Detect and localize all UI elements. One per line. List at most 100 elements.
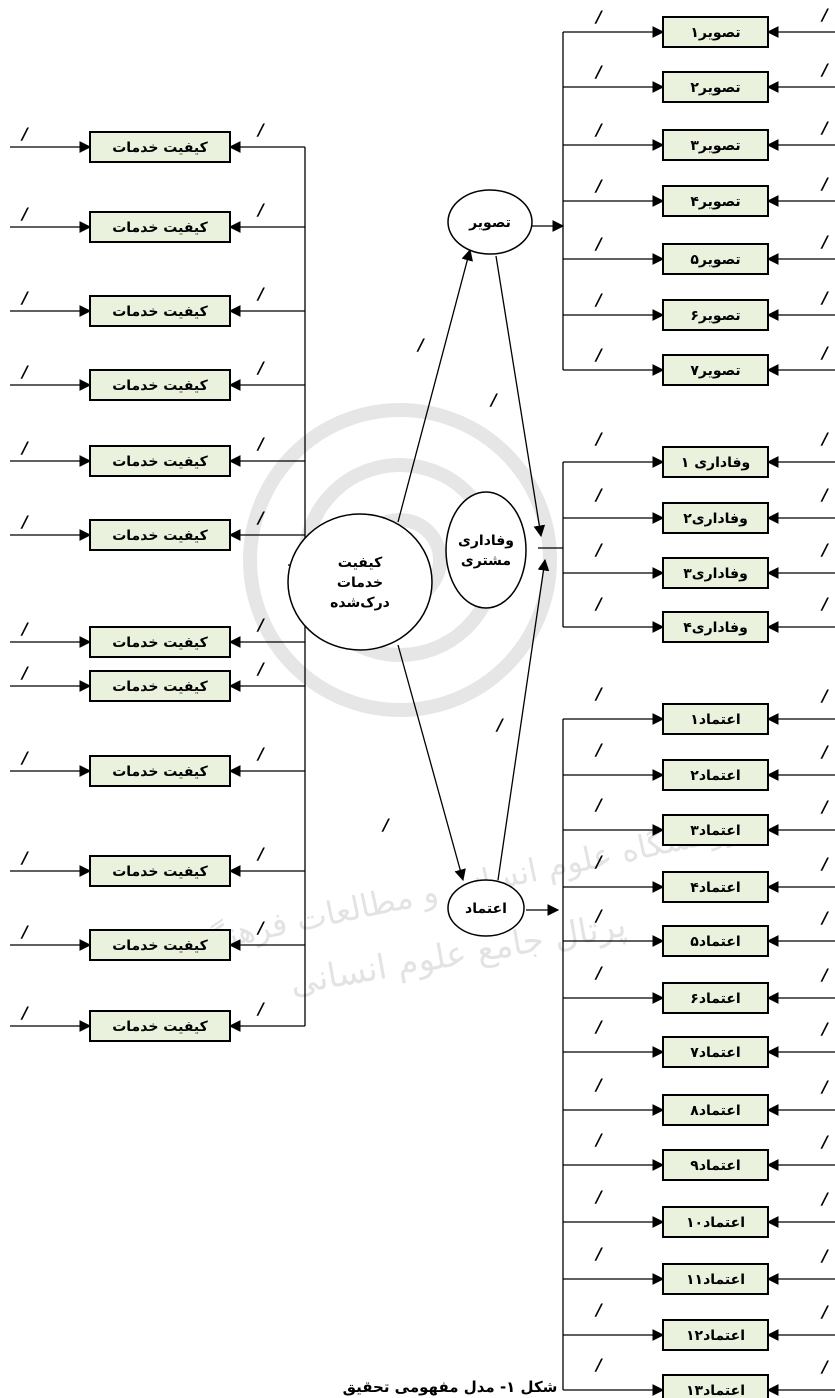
service-item-7-box: [89, 626, 231, 658]
path-value: /: [381, 815, 390, 834]
loading-value: /: [594, 290, 603, 309]
service-item-2-box: [89, 211, 231, 243]
image-item-6-box: [662, 299, 769, 331]
error-value: /: [820, 797, 829, 816]
loading-value: /: [594, 429, 603, 448]
error-value: /: [820, 686, 829, 705]
trust-item-5-box: [662, 925, 769, 957]
service-item-11-label: کیفیت خدمات: [112, 938, 208, 954]
trust-item-13-label: اعتماد۱۳: [686, 1383, 745, 1398]
loading-value: /: [256, 999, 265, 1018]
service-item-9-label: کیفیت خدمات: [112, 764, 208, 780]
loading-value: /: [594, 7, 603, 26]
error-value: /: [20, 848, 29, 867]
loading-value: /: [256, 844, 265, 863]
image-item-5-box: [662, 243, 769, 275]
trust-item-3-box: [662, 814, 769, 846]
trust-item-7-box: [662, 1036, 769, 1068]
loading-value: /: [594, 963, 603, 982]
image-construct-label: تصویر: [468, 215, 511, 231]
path-value: /: [489, 390, 498, 409]
image-item-1-box: [662, 16, 769, 48]
trust-item-6-label: اعتماد۶: [690, 991, 740, 1007]
path-service-trust: [397, 644, 466, 882]
service-item-8-label: کیفیت خدمات: [112, 679, 208, 695]
error-value: /: [20, 619, 29, 638]
trust-item-6-box: [662, 982, 769, 1014]
trust-item-8-box: [662, 1094, 769, 1126]
loading-value: /: [256, 358, 265, 377]
loading-value: /: [594, 684, 603, 703]
indicator-boxes: کیفیت خدمات کیفیت خدمات کیفیت خدمات کیفیت خ…: [89, 16, 769, 1398]
error-value: /: [820, 1189, 829, 1208]
image-item-6-label: تصویر۶: [690, 308, 740, 324]
image-construct: [447, 189, 533, 255]
trust-item-9-box: [662, 1149, 769, 1181]
trust-item-7-label: اعتماد۷: [690, 1045, 740, 1061]
image-item-4-label: تصویر۴: [690, 194, 740, 210]
service-item-2-label: کیفیت خدمات: [112, 220, 208, 236]
loading-value: /: [594, 120, 603, 139]
error-value: /: [820, 1246, 829, 1265]
loading-value: /: [256, 659, 265, 678]
loading-value: /: [256, 120, 265, 139]
image-item-1-label: تصویر۱: [690, 25, 740, 41]
loading-value: /: [594, 1244, 603, 1263]
trust-item-1-label: اعتماد۱: [690, 712, 740, 728]
error-value: /: [820, 1302, 829, 1321]
loading-value: /: [256, 434, 265, 453]
trust-construct-label: اعتماد: [465, 901, 507, 917]
error-value: /: [820, 288, 829, 307]
error-value: /: [820, 1357, 829, 1376]
image-item-3-label: تصویر۳: [690, 138, 740, 154]
loading-value: /: [594, 1355, 603, 1374]
error-value: /: [20, 288, 29, 307]
image-item-3-box: [662, 129, 769, 161]
error-value: /: [20, 512, 29, 531]
service-item-3-box: [89, 295, 231, 327]
error-value: /: [820, 174, 829, 193]
image-item-5-label: تصویر۵: [690, 252, 740, 268]
error-value: /: [20, 362, 29, 381]
loading-value: /: [594, 345, 603, 364]
trust-item-5-label: اعتماد۵: [690, 934, 740, 950]
image-item-4-box: [662, 185, 769, 217]
loading-value: /: [594, 540, 603, 559]
service-item-8-box: [89, 670, 231, 702]
error-value: /: [20, 204, 29, 223]
loyalty-item-1-label: وفاداری ۱: [681, 455, 750, 471]
loading-value: /: [594, 1187, 603, 1206]
error-value: /: [820, 343, 829, 362]
error-value: /: [820, 965, 829, 984]
loading-value: /: [594, 906, 603, 925]
service-quality-construct: [287, 513, 433, 651]
loyalty-item-4-label: وفاداری۴: [683, 620, 748, 636]
trust-item-3-label: اعتماد۳: [690, 823, 740, 839]
error-value: /: [820, 1077, 829, 1096]
loyalty-item-4-box: [662, 611, 769, 643]
path-trust-loyalty: [497, 558, 550, 881]
loyalty-item-1-box: [662, 446, 769, 478]
error-value: /: [20, 922, 29, 941]
error-value: /: [20, 748, 29, 767]
loading-value: /: [256, 508, 265, 527]
trust-construct: [447, 879, 525, 937]
loyalty-item-3-box: [662, 557, 769, 589]
error-value: /: [20, 1003, 29, 1022]
error-value: /: [820, 854, 829, 873]
loyalty-item-3-label: وفاداری۳: [683, 566, 748, 582]
error-value: /: [820, 1132, 829, 1151]
error-value: /: [820, 5, 829, 24]
error-value: /: [20, 438, 29, 457]
image-item-2-label: تصویر۲: [690, 80, 740, 96]
path-value: /: [416, 335, 425, 354]
loyalty-construct: [445, 491, 527, 609]
service-item-12-box: [89, 1010, 231, 1042]
trust-item-2-label: اعتماد۲: [690, 768, 740, 784]
service-item-6-label: کیفیت خدمات: [112, 528, 208, 544]
image-item-7-box: [662, 354, 769, 386]
service-item-10-label: کیفیت خدمات: [112, 864, 208, 880]
trust-item-1-box: [662, 703, 769, 735]
